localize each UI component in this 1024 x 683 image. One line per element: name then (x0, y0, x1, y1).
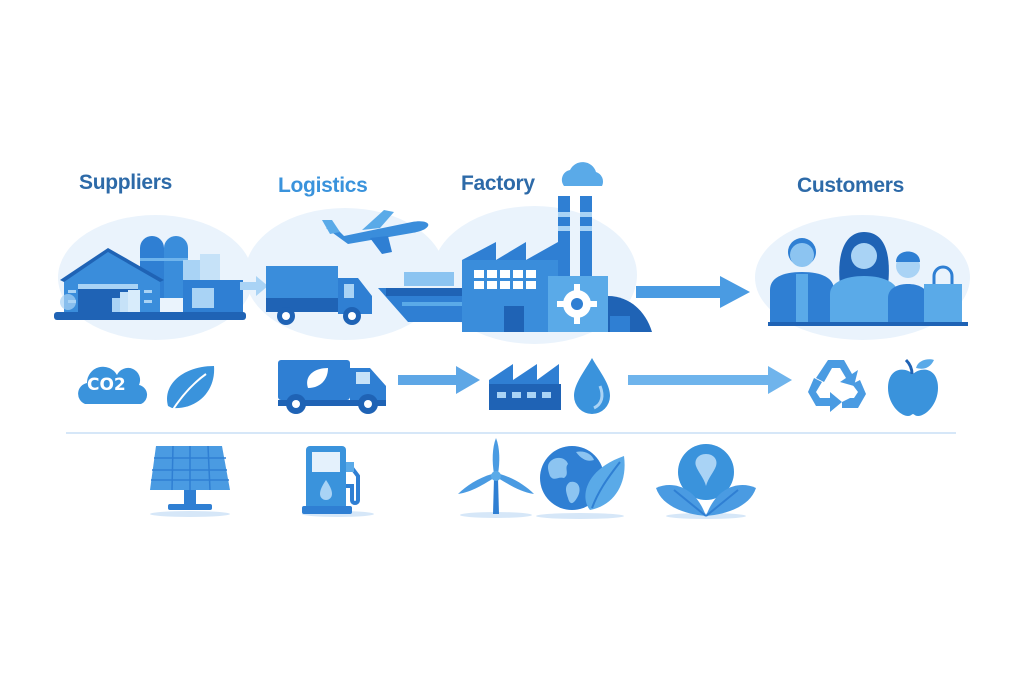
eco-delivery-truck-icon (278, 360, 386, 414)
leaf-icon (167, 366, 215, 415)
wind-turbine-icon (458, 438, 534, 518)
apple-icon (888, 358, 938, 416)
water-drop-icon (574, 358, 610, 414)
stage-title-customers: Customers (797, 174, 904, 197)
globe-leaf-icon (536, 446, 625, 519)
factory-with-gear-icon (462, 162, 652, 332)
arrow-right-icon (240, 276, 268, 296)
section-divider (66, 432, 956, 434)
arrow-right-icon (628, 366, 792, 394)
delivery-truck-icon (266, 266, 372, 325)
recycle-icon (808, 360, 866, 412)
co2-cloud-icon (78, 366, 148, 404)
factory-icon (489, 364, 561, 410)
arrow-right-icon (636, 276, 750, 308)
cargo-ship-icon (378, 272, 478, 322)
solar-panel-icon (150, 445, 230, 517)
sprout-location-icon (656, 444, 756, 519)
co2-label: CO2 (87, 375, 126, 395)
warehouse-with-silos-icon (54, 236, 246, 320)
arrow-right-icon (398, 366, 480, 394)
stage-title-suppliers: Suppliers (79, 171, 172, 194)
stage-title-factory: Factory (461, 172, 535, 195)
fuel-pump-icon (302, 446, 374, 517)
stage-title-logistics: Logistics (278, 174, 368, 197)
customer-family-icon (768, 232, 968, 326)
airplane-icon (322, 210, 429, 254)
